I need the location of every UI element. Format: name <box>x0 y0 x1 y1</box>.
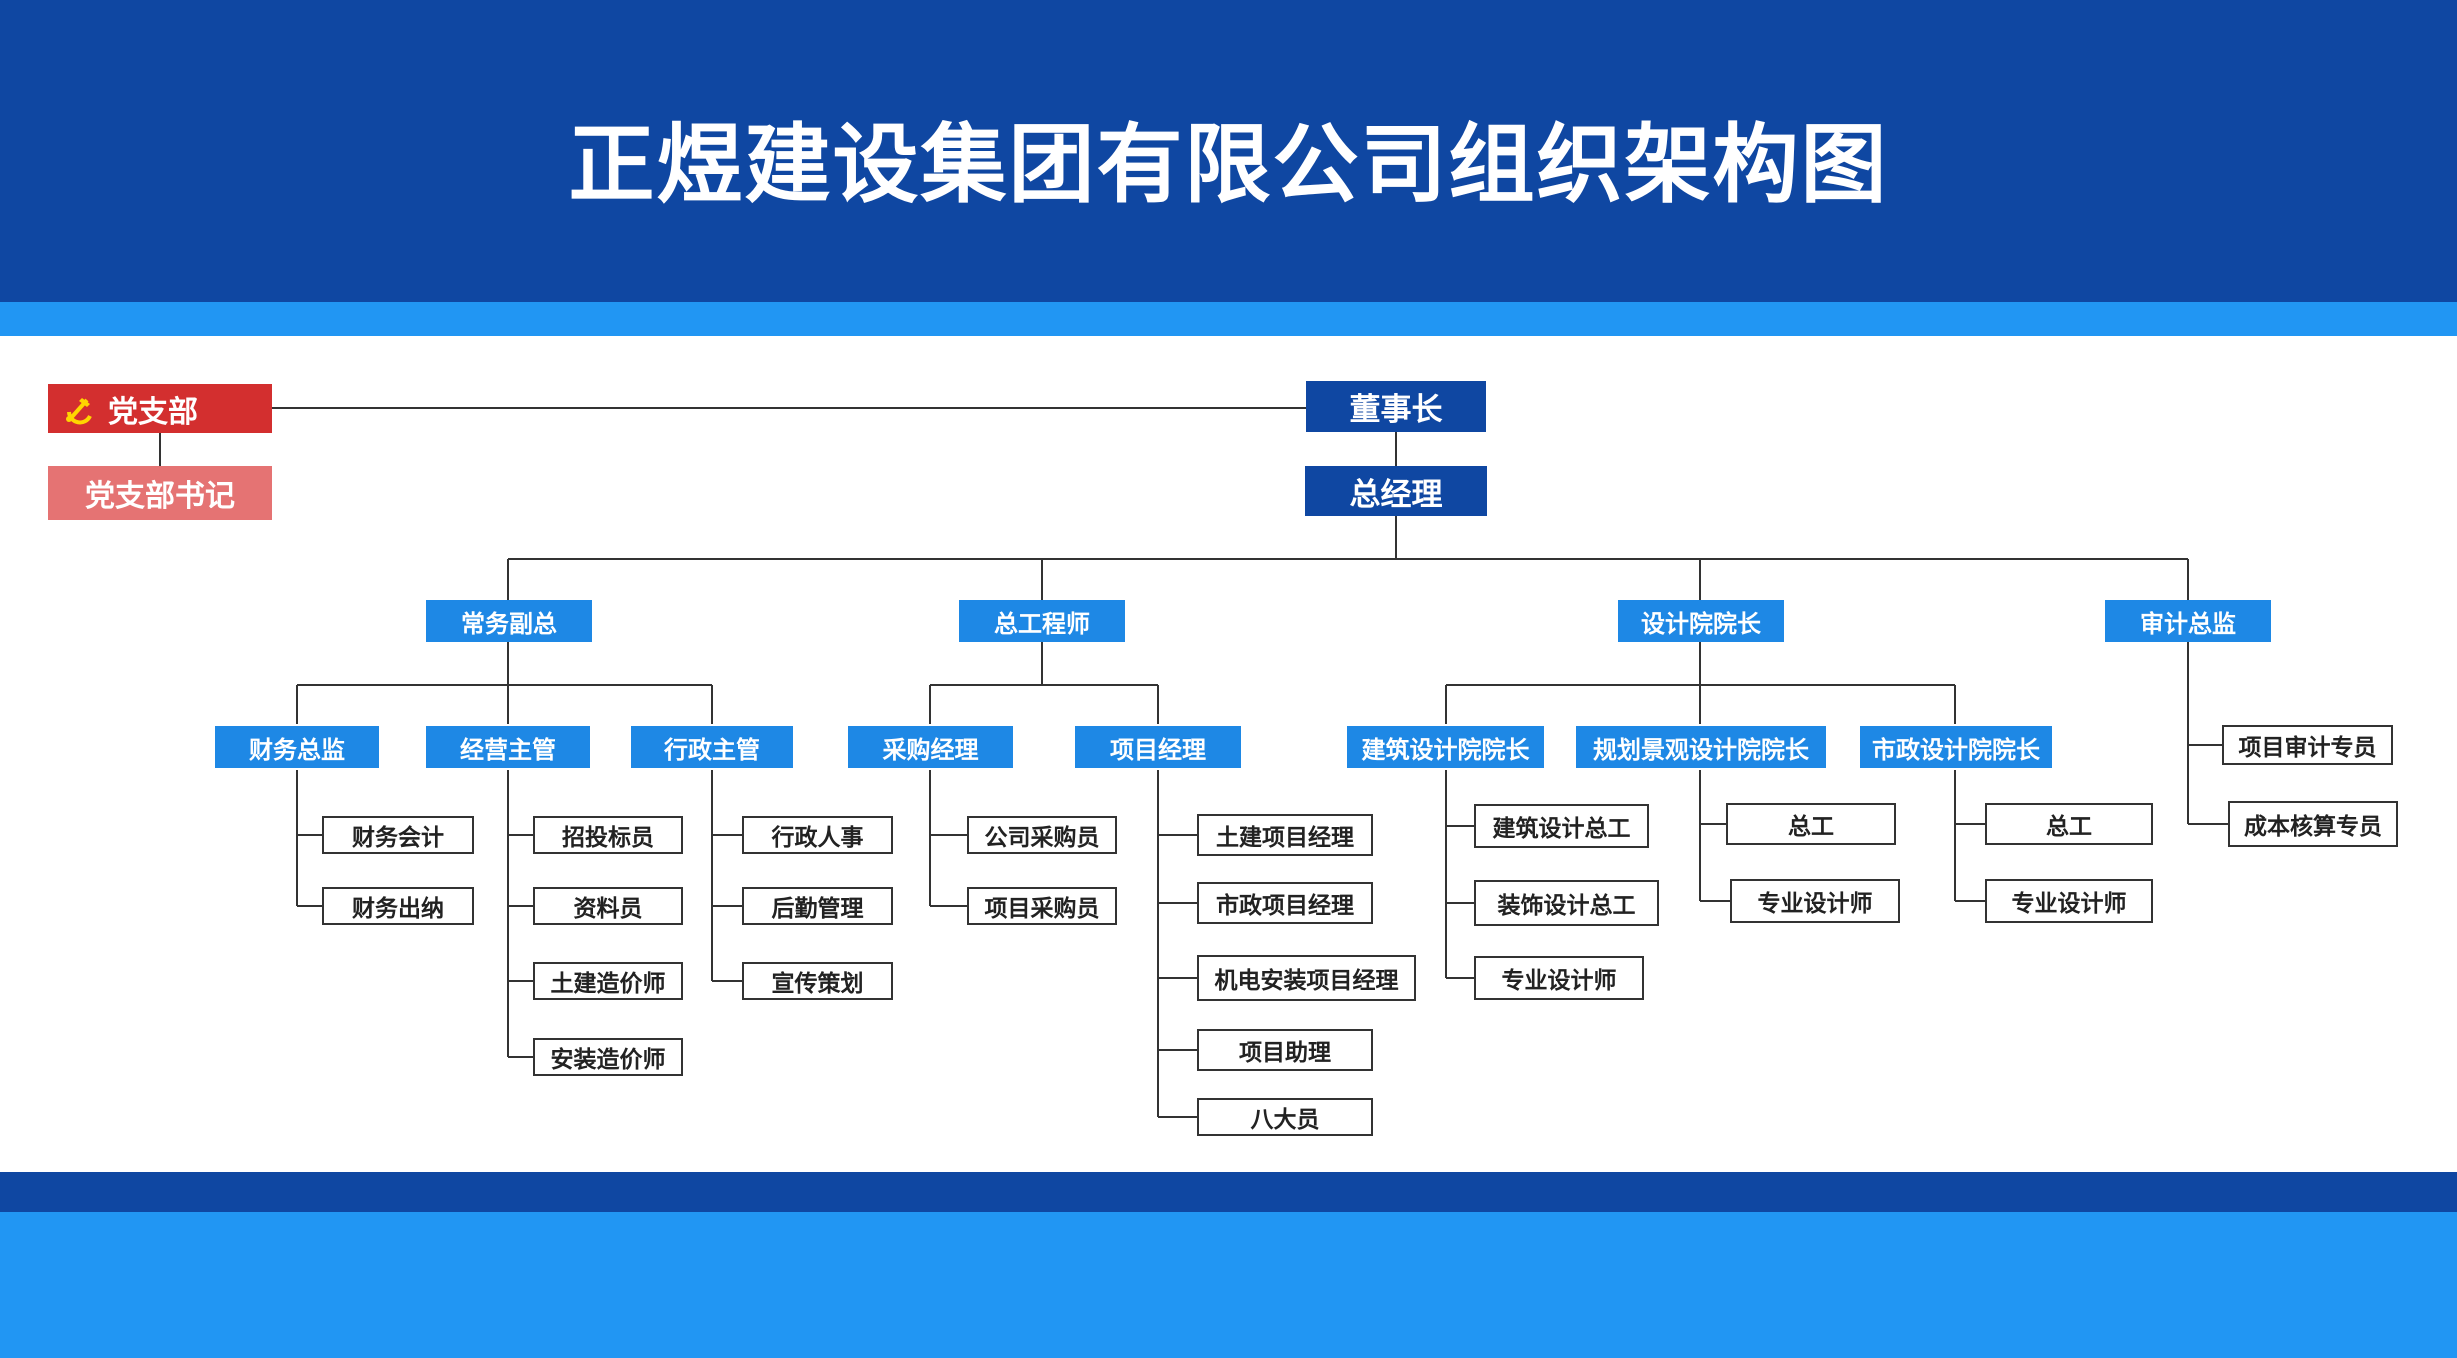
leaf-municipal-project-manager[interactable]: 市政项目经理 <box>1197 882 1373 924</box>
admin-manager-node[interactable]: 行政主管 <box>631 726 793 768</box>
leaf-project-assistant[interactable]: 项目助理 <box>1197 1029 1373 1071</box>
party-secretary-node[interactable]: 党支部书记 <box>48 466 272 520</box>
leaf-civil-cost-engineer[interactable]: 土建造价师 <box>533 962 683 1000</box>
header-strip <box>0 302 2457 336</box>
leaf-project-purchaser[interactable]: 项目采购员 <box>967 887 1117 925</box>
municipal-design-dean-node[interactable]: 市政设计院院长 <box>1860 726 2052 768</box>
arch-design-dean-node[interactable]: 建筑设计院院长 <box>1347 726 1544 768</box>
party-emblem-icon <box>61 390 97 427</box>
leaf-finance-cashier[interactable]: 财务出纳 <box>322 887 474 925</box>
party-branch-label: 党支部 <box>108 394 198 430</box>
footer-strip <box>0 1172 2457 1212</box>
leaf-municipal-designer[interactable]: 专业设计师 <box>1985 879 2153 923</box>
leaf-logistics[interactable]: 后勤管理 <box>742 887 893 925</box>
page-title: 正煜建设集团有限公司组织架构图 <box>568 115 1889 215</box>
leaf-mep-project-manager[interactable]: 机电安装项目经理 <box>1197 955 1416 1001</box>
leaf-publicity[interactable]: 宣传策划 <box>742 962 893 1000</box>
leaf-landscape-designer[interactable]: 专业设计师 <box>1730 879 1900 923</box>
leaf-finance-accountant[interactable]: 财务会计 <box>322 816 474 854</box>
leaf-arch-chief-engineer[interactable]: 建筑设计总工 <box>1474 804 1649 848</box>
leaf-decoration-chief-engineer[interactable]: 装饰设计总工 <box>1474 880 1659 926</box>
design-dean-node[interactable]: 设计院院长 <box>1618 600 1784 642</box>
leaf-cost-accountant[interactable]: 成本核算专员 <box>2228 801 2398 847</box>
purchasing-manager-node[interactable]: 采购经理 <box>848 726 1013 768</box>
landscape-design-dean-node[interactable]: 规划景观设计院院长 <box>1576 726 1826 768</box>
leaf-landscape-chief-engineer[interactable]: 总工 <box>1726 803 1896 845</box>
leaf-document-clerk[interactable]: 资料员 <box>533 887 683 925</box>
leaf-bidding-clerk[interactable]: 招投标员 <box>533 816 683 854</box>
leaf-company-purchaser[interactable]: 公司采购员 <box>967 816 1117 854</box>
project-manager-node[interactable]: 项目经理 <box>1075 726 1241 768</box>
footer-band <box>0 1212 2457 1358</box>
leaf-civil-project-manager[interactable]: 土建项目经理 <box>1197 814 1373 856</box>
chief-engineer-node[interactable]: 总工程师 <box>959 600 1125 642</box>
leaf-eight-staff[interactable]: 八大员 <box>1197 1098 1373 1136</box>
general-manager-node[interactable]: 总经理 <box>1305 466 1487 516</box>
header-band <box>0 0 2457 302</box>
leaf-hr-admin[interactable]: 行政人事 <box>742 816 893 854</box>
finance-director-node[interactable]: 财务总监 <box>215 726 379 768</box>
audit-director-node[interactable]: 审计总监 <box>2105 600 2271 642</box>
chairman-node[interactable]: 董事长 <box>1306 381 1486 432</box>
leaf-installation-cost-engineer[interactable]: 安装造价师 <box>533 1038 683 1076</box>
executive-vp-node[interactable]: 常务副总 <box>426 600 592 642</box>
leaf-arch-designer[interactable]: 专业设计师 <box>1474 956 1644 1000</box>
party-branch-node[interactable]: 党支部 <box>48 384 272 433</box>
leaf-municipal-chief-engineer[interactable]: 总工 <box>1985 803 2153 845</box>
leaf-project-auditor[interactable]: 项目审计专员 <box>2222 725 2393 765</box>
business-manager-node[interactable]: 经营主管 <box>426 726 590 768</box>
